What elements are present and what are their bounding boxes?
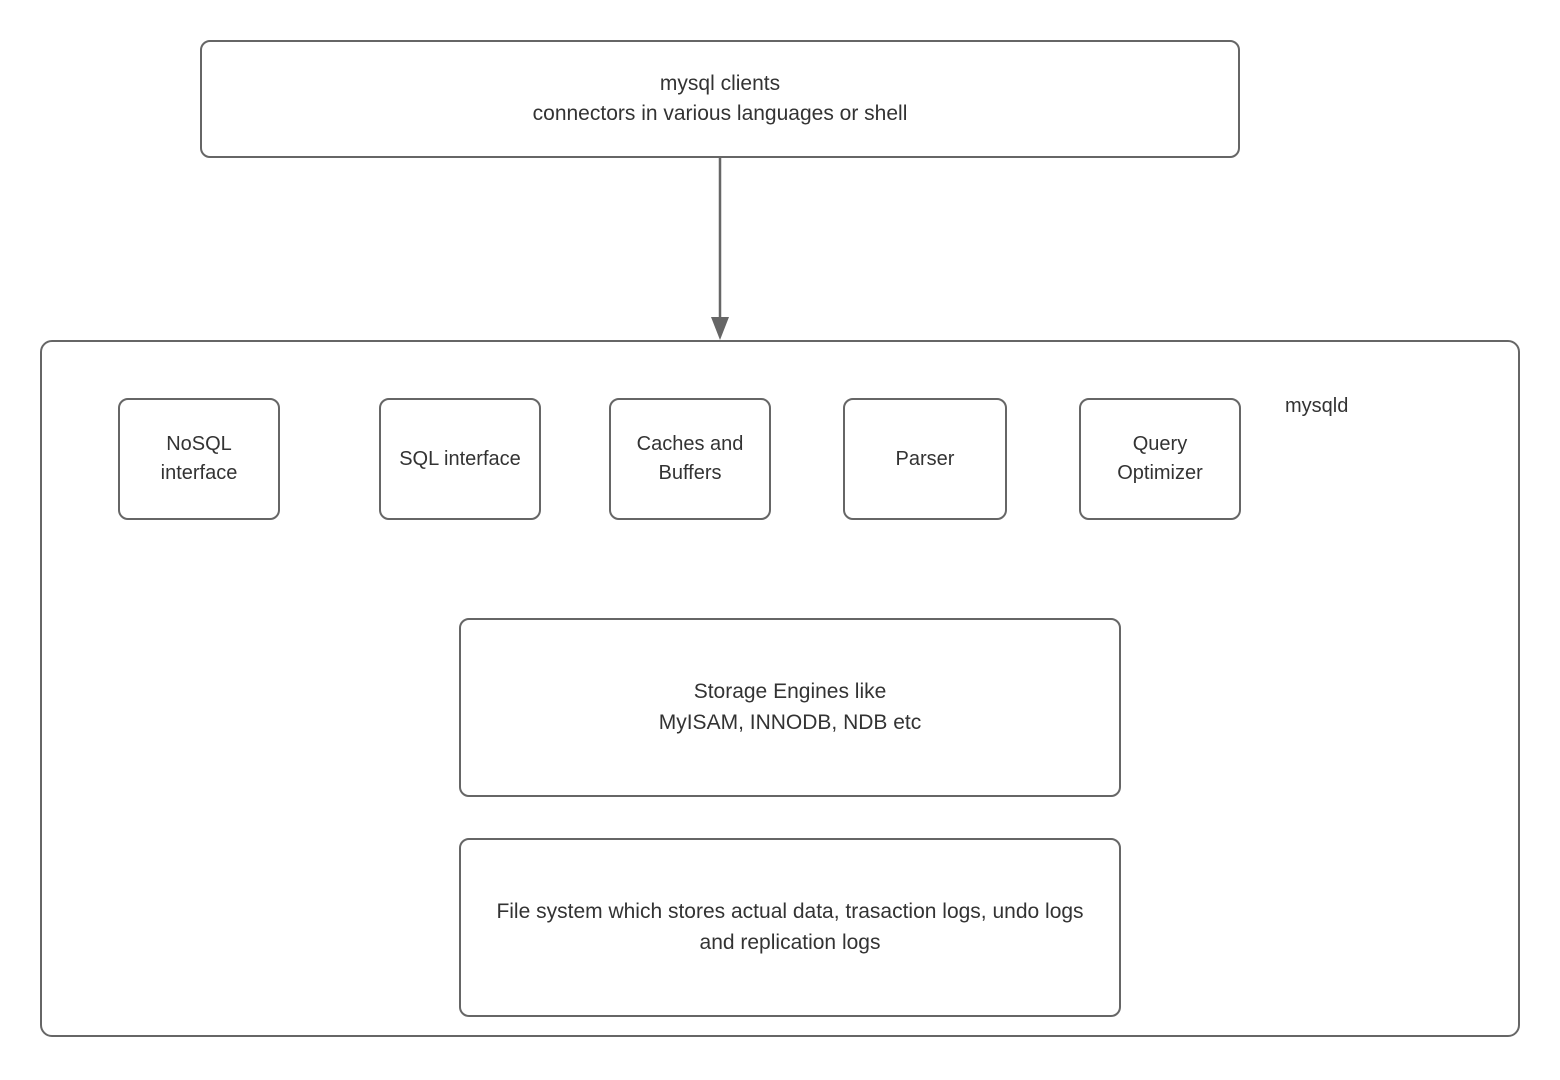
node-sql-interface[interactable]: SQL interface [379,398,541,520]
node-caches-and-buffers[interactable]: Caches and Buffers [609,398,771,520]
node-storage-engines[interactable]: Storage Engines like MyISAM, INNODB, NDB… [459,618,1121,797]
node-mysql-clients[interactable]: mysql clients connectors in various lang… [200,40,1240,158]
node-parser[interactable]: Parser [843,398,1007,520]
node-nosql-interface[interactable]: NoSQL interface [118,398,280,520]
node-query-optimizer[interactable]: Query Optimizer [1079,398,1241,520]
node-file-system[interactable]: File system which stores actual data, tr… [459,838,1121,1017]
node-mysqld-label: mysqld [1285,395,1349,417]
arrowhead-icon [711,317,729,340]
